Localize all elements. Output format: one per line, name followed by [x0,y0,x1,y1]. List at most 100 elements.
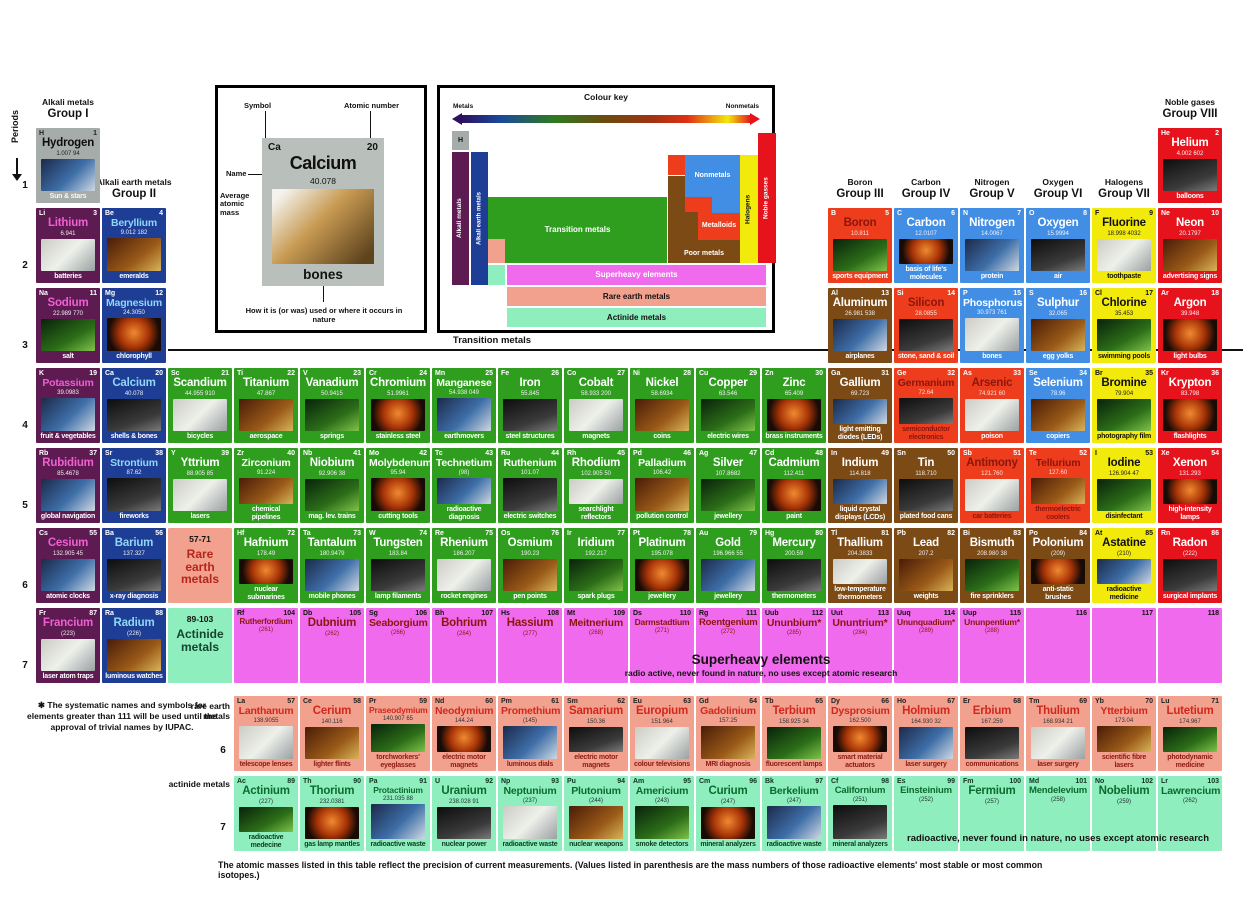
element-use: fruit & vegetables [40,433,96,440]
element-name: Chlorine [1101,297,1147,309]
element-mass: (262) [324,630,339,637]
element-number: 107 [481,610,493,617]
element-symbol: Cl [1095,290,1102,297]
actinide-row-period: 7 [220,822,226,833]
element-name: Darmstadtium [634,617,690,627]
element-use: spark plugs [577,593,615,600]
colour-key-region-label: Superheavy elements [595,270,678,279]
element-photo [899,726,953,759]
element-photo [701,478,755,511]
element-mass: (247) [786,797,801,804]
element-photo [437,477,491,505]
gradient-bar [461,115,751,123]
element-symbol: Si [897,290,904,297]
element-mass: 10.811 [851,230,869,237]
element-mass: 87.62 [126,469,142,476]
element-photo [41,478,95,511]
group-family-label: Alkali metals [42,97,94,107]
period-number-4: 4 [22,420,28,431]
element-use: protein [980,273,1004,280]
element-name: Neptunium [503,785,557,797]
element-name: Argon [1173,297,1207,309]
element-name: Carbon [906,217,946,229]
element-photo [899,397,953,425]
element-number: 83 [1013,530,1021,537]
element-mass: (210) [1116,550,1131,557]
element-name: Seaborgium [369,617,428,629]
element-number: 30 [815,370,823,377]
element-use: jewellery [714,513,742,520]
element-symbol: Fr [39,610,46,617]
element-name: Silver [712,457,744,469]
group-number-label: Group VI [1033,187,1083,200]
element-mass: (262) [1182,797,1197,804]
element-symbol: Cf [831,778,839,785]
element-use: mobile phones [308,593,356,600]
element-symbol: Cs [39,530,48,537]
colour-key-region-alkaline [471,152,488,285]
element-number: 39 [221,450,229,457]
element-name: Xenon [1172,457,1208,469]
element-mass: 231.035 88 [382,795,414,802]
element-use: liquid crystal displays (LCDs) [835,506,885,521]
element-mass: (251) [852,796,867,803]
group-family-label: Nitrogen [974,177,1010,187]
element-number: 10 [1211,210,1219,217]
element-name: Bohrium [441,617,487,629]
legend-name-label: Name [226,169,247,178]
element-photo [107,638,161,671]
element-symbol: Na [39,290,48,297]
element-mass: 47.867 [256,390,276,397]
element-photo [833,558,887,585]
element-use: flashlights [1173,433,1207,440]
element-number: 21 [221,370,229,377]
element-mass: 151.964 [651,718,673,725]
colour-key-region-label: Actinide metals [606,312,667,322]
element-number: 73 [353,530,361,537]
element-mass: 178.49 [256,550,276,557]
element-number: 69 [1079,698,1087,705]
element-mass: 144.24 [454,717,474,724]
element-number: 92 [485,778,493,785]
element-photo [767,726,821,759]
element-name: Iron [519,377,541,389]
element-number: 20 [155,370,163,377]
element-mass: (223) [60,630,75,637]
systematic-names-footnote: ✱ The systematic names and symbols for e… [27,700,217,733]
element-number: 40 [287,450,295,457]
element-mass: 138.9055 [253,717,279,724]
element-use: smart material actuators [837,754,883,769]
element-name: Rhenium [440,537,488,549]
placeholder-label: Actinide metals [176,627,224,654]
element-symbol: Pt [633,530,640,537]
element-symbol: Nb [303,450,313,457]
element-number: 55 [89,530,97,537]
element-mass: 140.907 65 [382,715,414,722]
element-name: Zinc [782,377,806,389]
element-symbol: Uut [831,610,843,617]
element-mass: (244) [588,797,603,804]
element-photo [767,805,821,839]
element-name: Krypton [1168,377,1212,389]
colour-key-region [488,265,505,285]
element-photo [107,317,161,351]
element-name: Helium [1171,137,1209,149]
element-number: 53 [1145,450,1153,457]
element-mass: 208.980 38 [976,550,1008,557]
element-number: 109 [613,610,625,617]
group-family-label: Noble gases [1164,97,1216,107]
